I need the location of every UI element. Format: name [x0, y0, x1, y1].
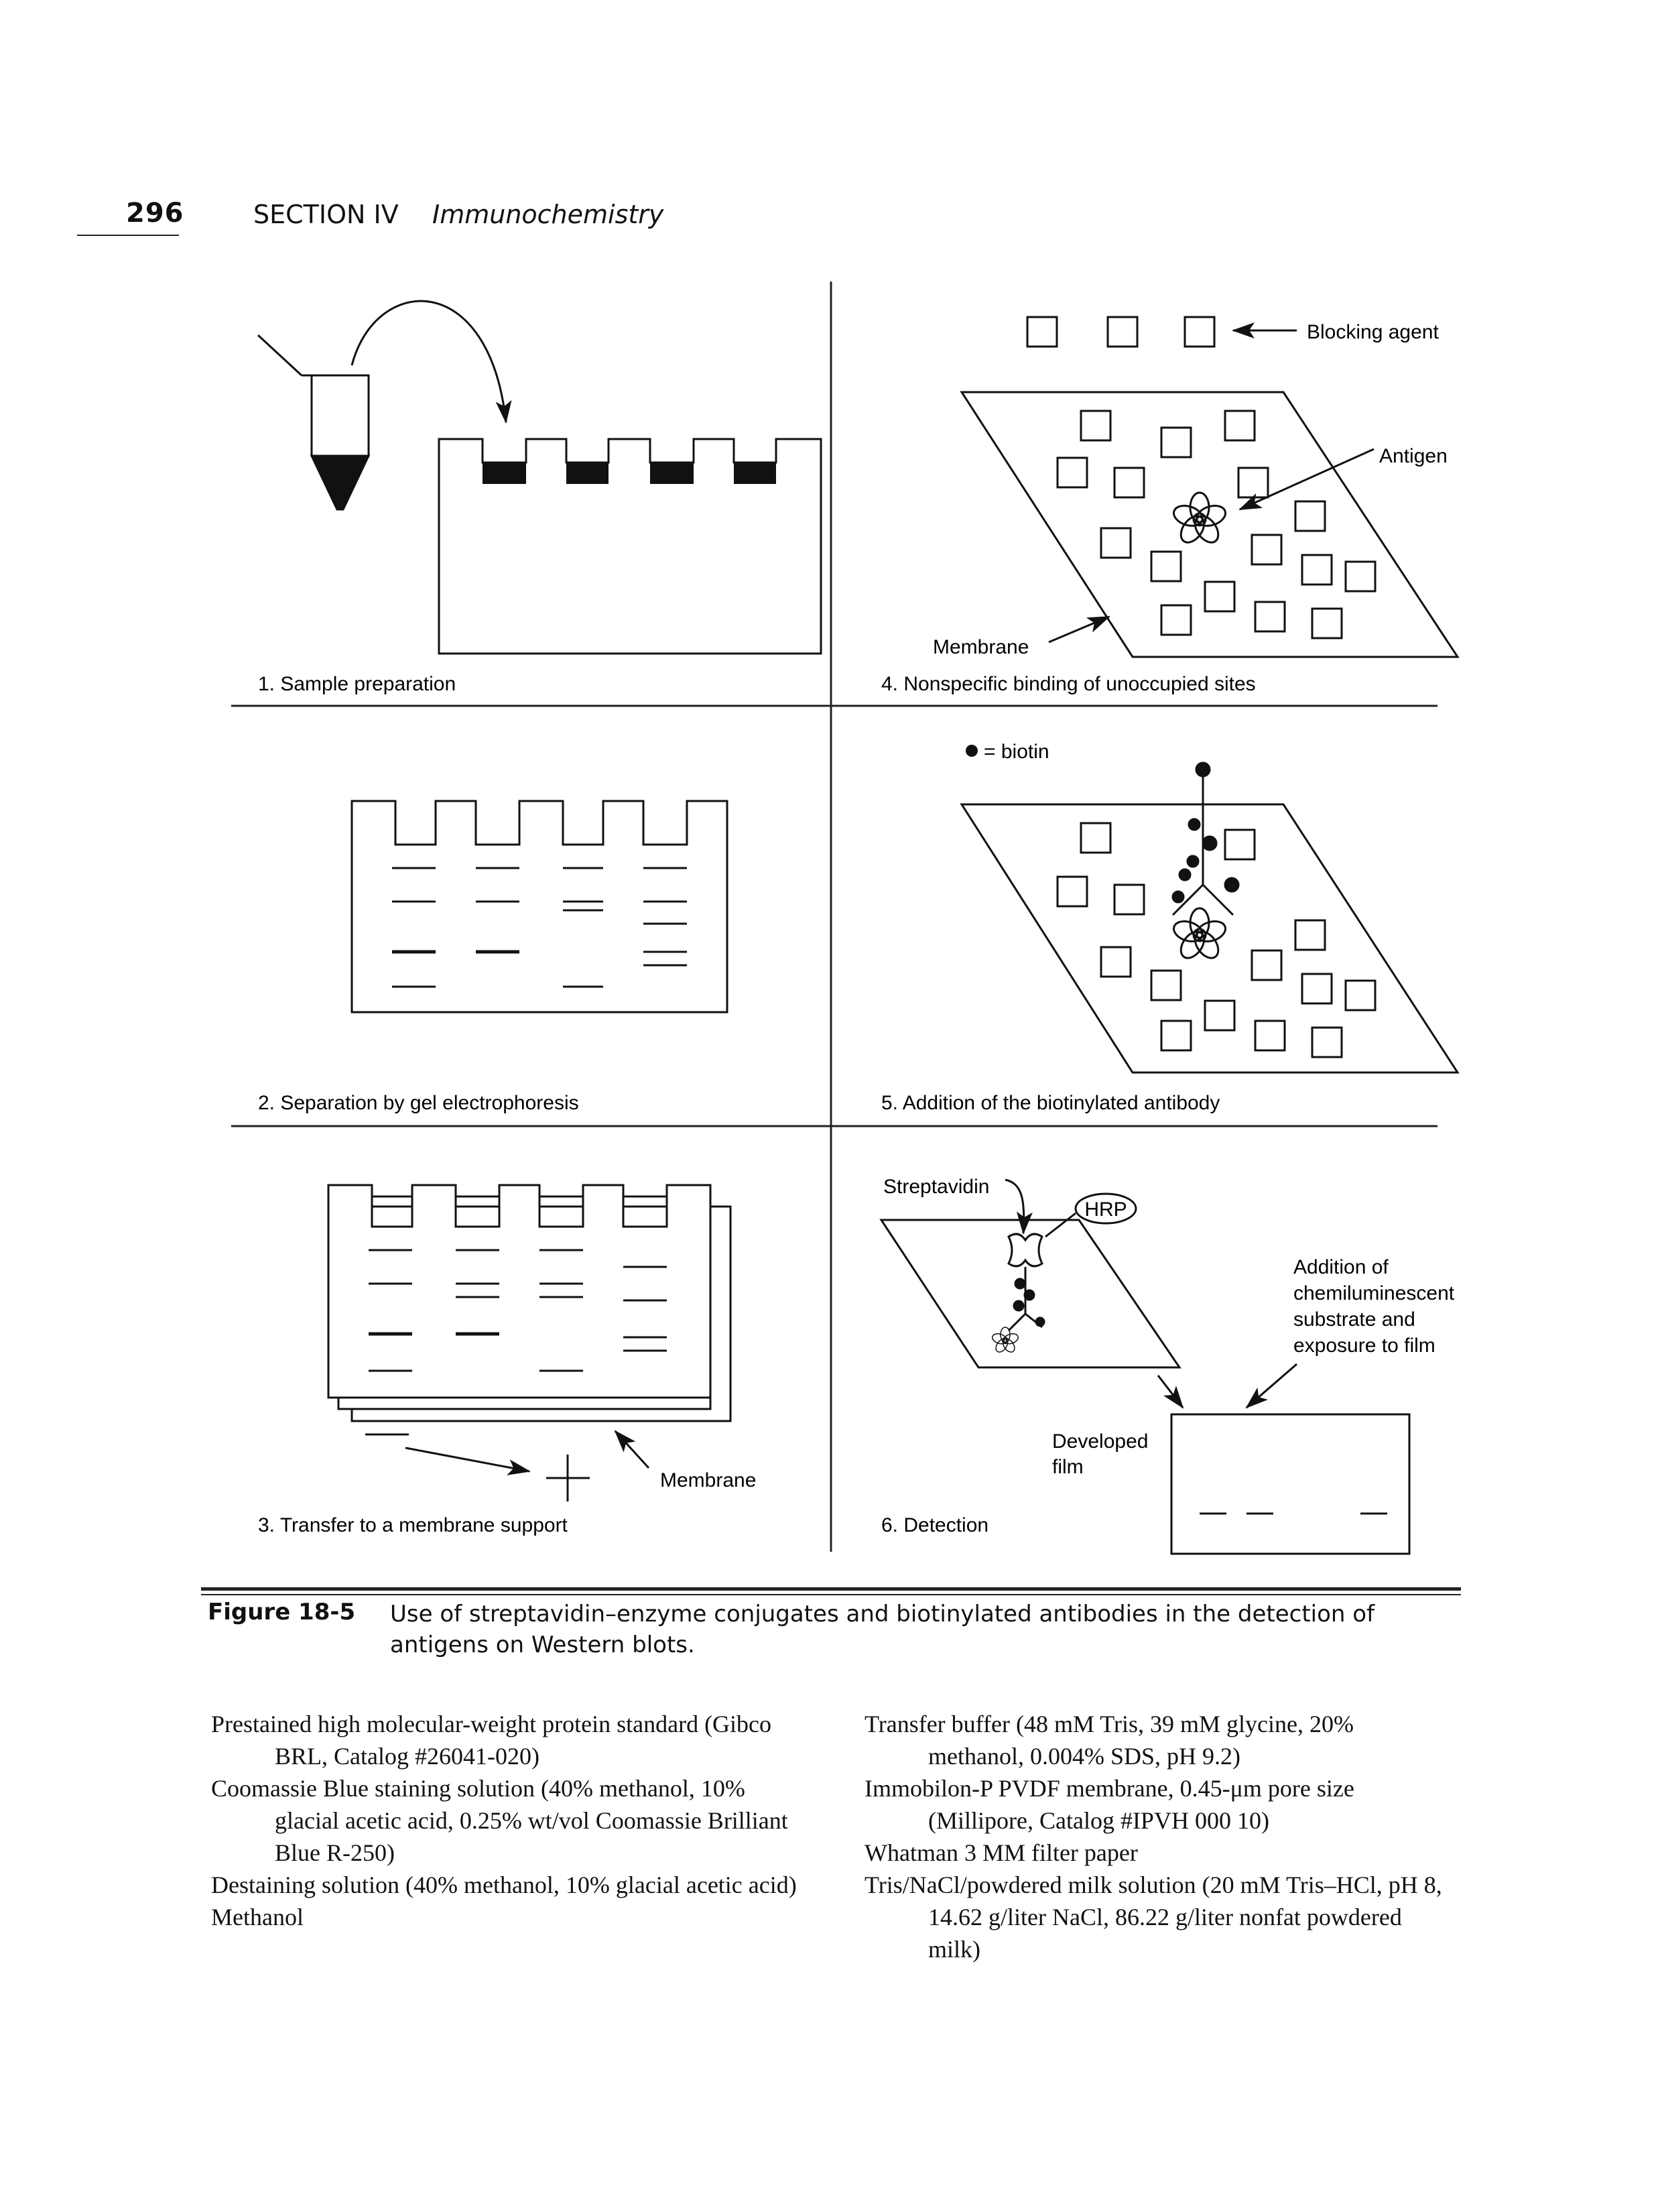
chemi-arrow-icon [1245, 1363, 1297, 1409]
panel-4-blocking: Blocking agent Antigen Membrane 4. Nonsp… [881, 316, 1460, 695]
panel-3-membrane-label: Membrane [660, 1469, 756, 1491]
loaded-wells [483, 463, 776, 484]
list-item: Transfer buffer (48 mM Tris, 39 mM glyci… [865, 1711, 1354, 1770]
antigen-arrow-icon [1238, 448, 1375, 511]
hrp-label: HRP [1084, 1199, 1127, 1221]
panel-6-caption: 6. Detection [881, 1514, 988, 1536]
plus-electrode [546, 1455, 590, 1501]
panel-3-transfer: Membrane 3. Transfer to a membrane suppo… [258, 1184, 756, 1536]
materials-list-right: Transfer buffer (48 mM Tris, 39 mM glyci… [865, 1708, 1454, 1965]
antibody-p6-icon [1007, 1267, 1045, 1332]
antigen-icon [1170, 491, 1229, 548]
streptavidin-icon [1007, 1233, 1043, 1268]
developed-film-label-2: film [1052, 1456, 1084, 1478]
biotin-legend: = biotin [984, 741, 1049, 763]
chemi-label-4: exposure to film [1293, 1335, 1435, 1357]
membrane-p6 [879, 1219, 1181, 1369]
panel-4-caption: 4. Nonspecific binding of unoccupied sit… [881, 673, 1256, 695]
list-item: Tris/NaCl/powdered milk solution (20 mM … [865, 1871, 1442, 1963]
membrane-p5 [960, 803, 1460, 1074]
header-rule [77, 235, 179, 236]
hrp-ellipse [1074, 1192, 1137, 1225]
electrophoresis-gel [350, 800, 728, 1013]
streptavidin-label: Streptavidin [883, 1176, 989, 1198]
section-title: Immunochemistry [432, 200, 664, 229]
streptavidin-arrow-icon [1005, 1178, 1033, 1235]
blocking-agent-squares [1026, 316, 1216, 348]
figure-18-5: 1. Sample preparation 2. Separation by g… [231, 282, 1460, 1555]
list-item: Immobilon-P PVDF membrane, 0.45-μm pore … [865, 1775, 1354, 1834]
sample-tube-icon [257, 334, 371, 511]
current-arrow-icon [405, 1447, 531, 1475]
panel-5-caption: 5. Addition of the biotinylated antibody [881, 1092, 1220, 1114]
chemi-label-3: substrate and [1293, 1308, 1415, 1331]
membrane-p4-label: Membrane [933, 636, 1029, 658]
figure-caption-label: Figure 18-5 [208, 1599, 356, 1625]
protein-bands [392, 867, 687, 988]
materials-list-left: Prestained high molecular-weight protein… [211, 1708, 801, 1933]
chemi-label-2: chemiluminescent [1293, 1282, 1455, 1304]
panel-3-caption: 3. Transfer to a membrane support [258, 1514, 568, 1536]
section-label: SECTION IV [253, 200, 399, 229]
membrane-p4-arrow-icon [1048, 615, 1110, 643]
antigen-p6-icon [990, 1327, 1020, 1355]
membrane-arrow-icon [614, 1430, 650, 1469]
list-item: Whatman 3 MM filter paper [865, 1839, 1138, 1866]
antigen-p5-icon [1170, 907, 1229, 964]
panel-5-biotinylated-antibody: = biotin 5. Addition of the biotinylated… [881, 741, 1460, 1114]
list-item: Prestained high molecular-weight protein… [211, 1711, 772, 1770]
list-item: Destaining solution (40% methanol, 10% g… [211, 1871, 797, 1898]
blocking-agent-label: Blocking agent [1307, 321, 1439, 343]
caption-rule-thick [201, 1587, 1461, 1591]
caption-rule-thin [201, 1594, 1461, 1595]
film-arrow-icon [1157, 1375, 1184, 1409]
figure-caption-text: Use of streptavidin–enzyme conjugates an… [390, 1601, 1375, 1658]
list-item: Methanol [211, 1904, 304, 1930]
antigen-label: Antigen [1379, 445, 1448, 467]
membrane-p4 [960, 391, 1460, 658]
biotinylated-antibody-icon [1171, 761, 1240, 916]
panel-grid [231, 282, 1437, 1552]
panel-1-sample-preparation: 1. Sample preparation [257, 300, 822, 695]
developed-film [1170, 1413, 1411, 1555]
panel-6-detection: Streptavidin HRP Addition of chemilumine… [879, 1176, 1455, 1555]
transferred-bands [369, 1249, 667, 1372]
panel-1-caption: 1. Sample preparation [258, 673, 456, 695]
page-number: 296 [126, 198, 184, 229]
developed-film-label-1: Developed [1052, 1430, 1148, 1453]
panel-2-gel-electrophoresis: 2. Separation by gel electrophoresis [258, 800, 728, 1114]
biotin-legend-dot [966, 745, 978, 757]
panel-2-caption: 2. Separation by gel electrophoresis [258, 1092, 579, 1114]
list-item: Coomassie Blue staining solution (40% me… [211, 1775, 788, 1866]
loading-arrow-icon [350, 300, 512, 424]
chemi-label-1: Addition of [1293, 1256, 1389, 1278]
